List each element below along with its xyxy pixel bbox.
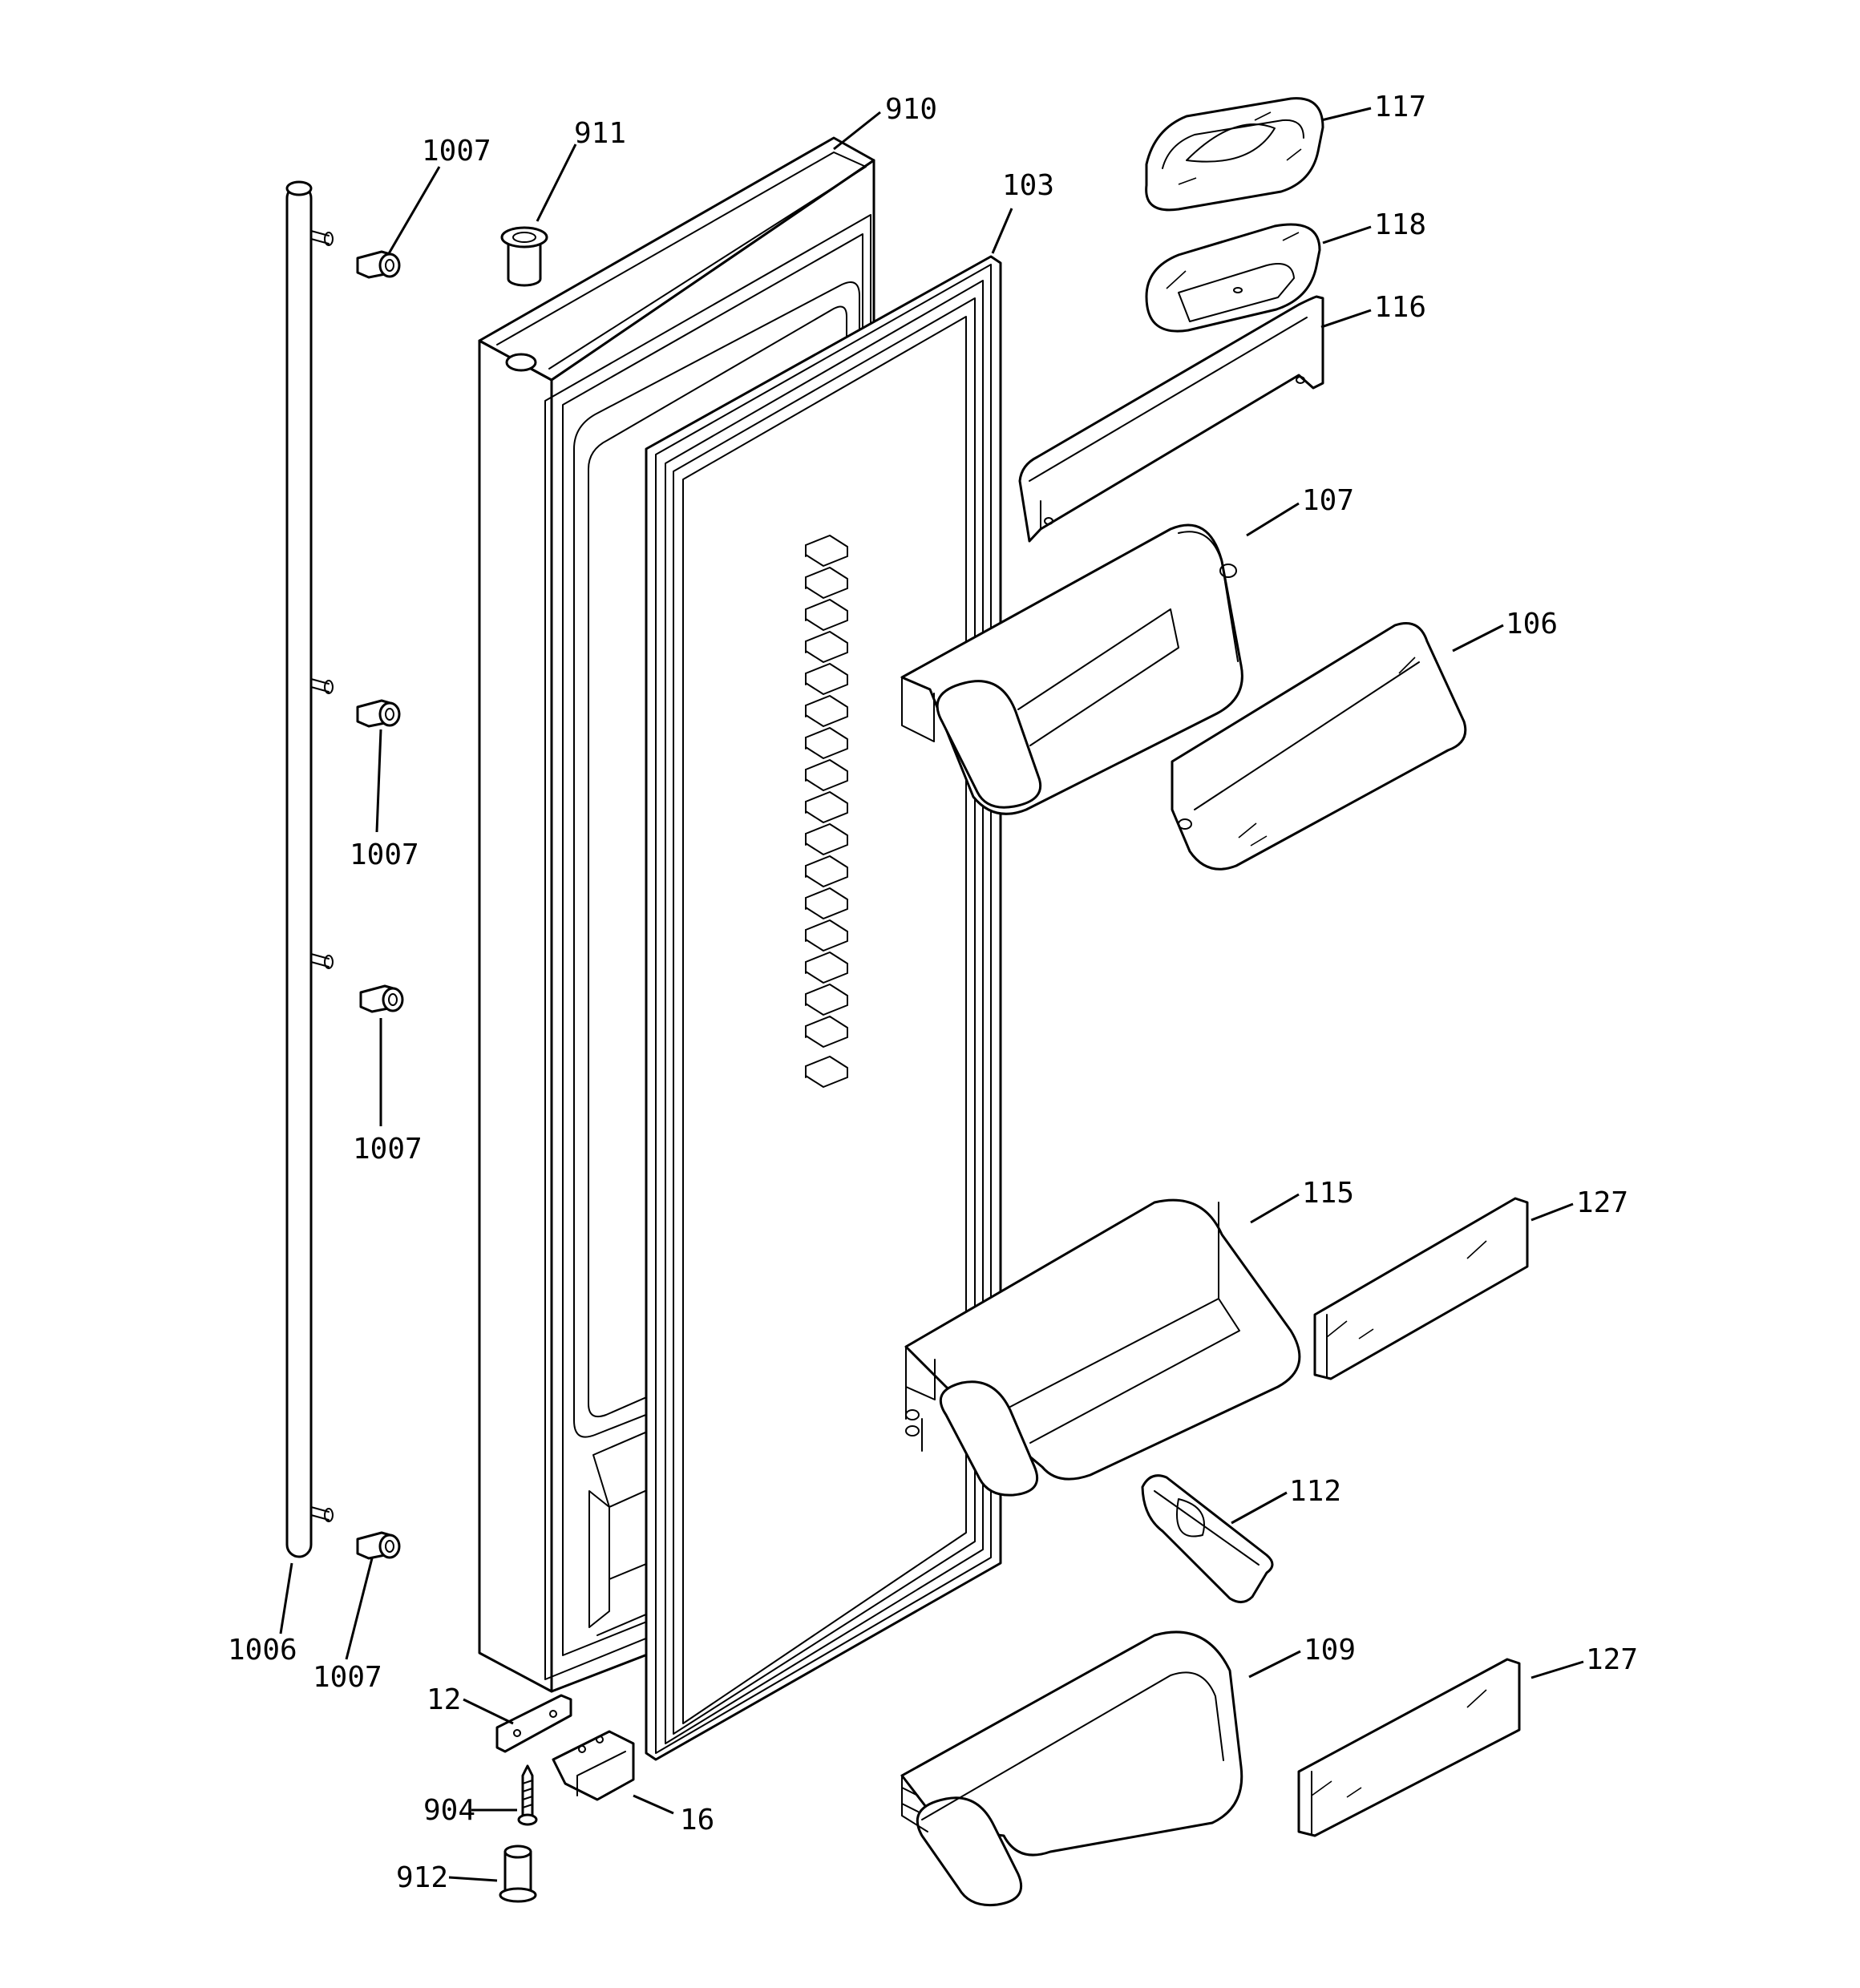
label-910: 910 xyxy=(885,93,937,126)
label-115: 115 xyxy=(1302,1177,1354,1210)
label-904: 904 xyxy=(423,1794,475,1827)
label-106: 106 xyxy=(1506,608,1558,640)
label-12: 12 xyxy=(427,1683,461,1716)
label-911: 911 xyxy=(574,117,626,150)
handle-clip-1007-top xyxy=(356,250,401,279)
label-16: 16 xyxy=(680,1804,714,1836)
door-bin-109 xyxy=(900,1630,1243,1907)
door-trim-116 xyxy=(1018,295,1324,543)
dairy-cover-117 xyxy=(1145,97,1324,212)
hinge-bracket-16 xyxy=(552,1730,635,1801)
door-bin-107 xyxy=(900,523,1243,815)
door-bin-115 xyxy=(904,1198,1301,1497)
leader-lines xyxy=(279,107,1584,1882)
label-127-upper: 127 xyxy=(1576,1186,1628,1219)
label-107: 107 xyxy=(1302,484,1354,517)
label-127-lower: 127 xyxy=(1586,1643,1638,1676)
label-116: 116 xyxy=(1374,291,1426,324)
bin-front-106 xyxy=(1171,622,1467,871)
shelf-rail-tabs xyxy=(805,535,848,1088)
label-103: 103 xyxy=(1002,169,1054,202)
label-118: 118 xyxy=(1374,208,1426,241)
handle-rod-1006 xyxy=(285,180,334,1558)
label-1007-third: 1007 xyxy=(353,1133,423,1166)
screw-904 xyxy=(517,1764,538,1826)
hinge-pin-912 xyxy=(499,1845,537,1903)
handle-clip-1007-third xyxy=(359,984,404,1013)
label-109: 109 xyxy=(1304,1634,1356,1667)
label-1006: 1006 xyxy=(228,1634,297,1667)
handle-clip-1007-second xyxy=(356,699,401,728)
bin-front-127-lower xyxy=(1297,1658,1521,1837)
label-117: 117 xyxy=(1374,91,1426,123)
hinge-bushing-911 xyxy=(500,226,548,287)
label-1007-top: 1007 xyxy=(422,135,491,168)
dairy-tray-118 xyxy=(1145,223,1321,333)
label-1007-second: 1007 xyxy=(350,838,419,871)
handle-clip-1007-bottom xyxy=(356,1531,401,1560)
label-912: 912 xyxy=(396,1861,448,1894)
bin-front-127-upper xyxy=(1313,1197,1529,1380)
hinge-plate-12 xyxy=(495,1694,572,1753)
part-labels: 1007 911 910 103 117 118 116 107 106 100… xyxy=(228,91,1638,1894)
label-1007-bottom: 1007 xyxy=(313,1661,382,1694)
door-gasket-103 xyxy=(645,255,1002,1761)
bin-divider-112 xyxy=(1141,1474,1274,1603)
label-112: 112 xyxy=(1289,1475,1341,1508)
